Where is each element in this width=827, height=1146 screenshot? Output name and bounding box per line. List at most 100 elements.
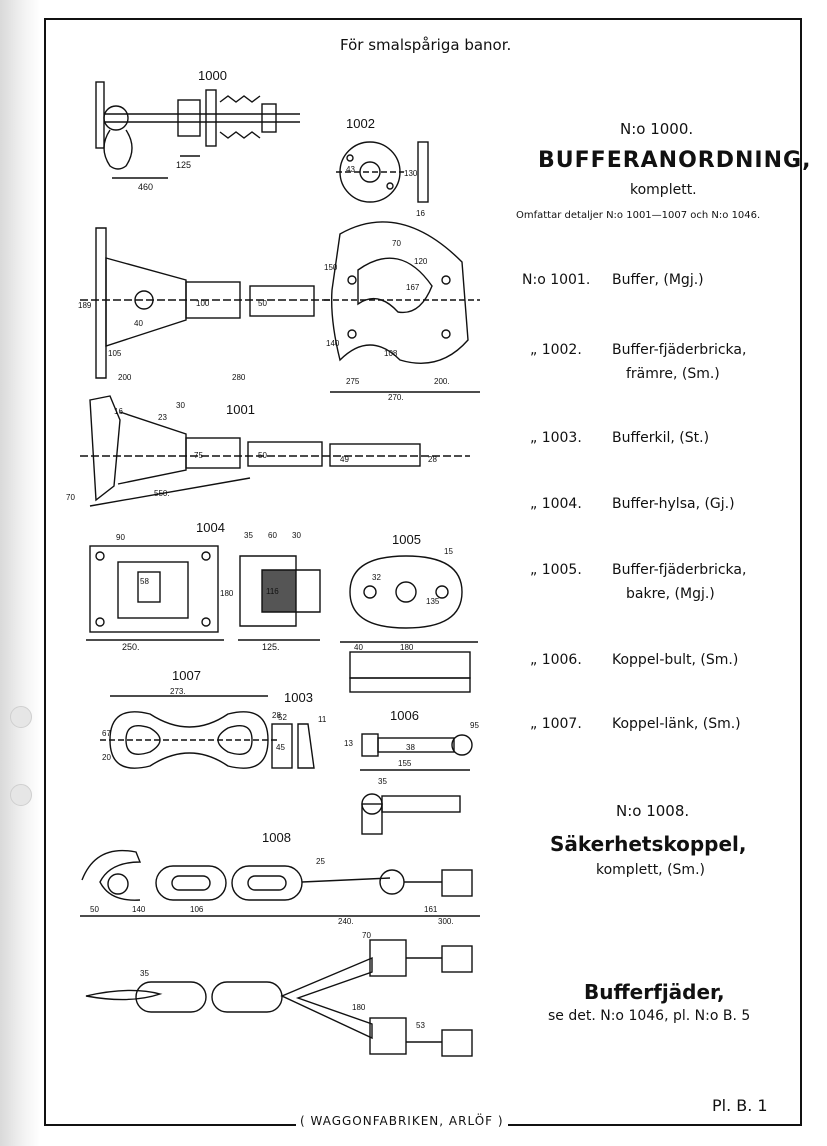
- scan-edge-shadow: [0, 0, 40, 1146]
- dim-200: 200.: [434, 377, 450, 386]
- dim-49: 49: [340, 455, 349, 464]
- drawing-1001-buffer-top: 189 40 100 50 105 200 280: [78, 227, 330, 382]
- spring-reference: se det. N:o 1046, pl. N:o B. 5: [548, 1008, 751, 1024]
- dim-35-bolt: 35: [378, 777, 387, 786]
- dim-70-side: 70: [66, 493, 75, 502]
- main-item-number: N:o 1000.: [620, 120, 694, 138]
- dim-43: 43: [346, 165, 355, 174]
- dim-280: 280: [232, 373, 246, 382]
- drawing-1007-link: 1007 273. 67 20 28: [100, 668, 281, 769]
- dim-45: 45: [276, 743, 285, 752]
- dim-70-loop: 70: [362, 931, 371, 940]
- dim-25: 25: [316, 857, 325, 866]
- drawing-1005-rear-washer: 1005 32 15 135 180 40: [340, 532, 478, 693]
- dim-28: 28: [428, 455, 437, 464]
- safety-number: N:o 1008.: [616, 802, 690, 820]
- dim-16-side: 16: [114, 407, 123, 416]
- dim-28-link: 28: [272, 711, 281, 720]
- dim-50-chain: 50: [90, 905, 99, 914]
- dim-155: 155: [398, 759, 412, 768]
- dim-70: 70: [392, 239, 401, 248]
- dim-50-side: 50: [258, 451, 267, 460]
- part-sub-1002: främre, (Sm.): [626, 366, 720, 382]
- dim-53: 53: [416, 1021, 425, 1030]
- main-item-qualifier: komplett.: [630, 182, 697, 198]
- dim-275: 275: [346, 377, 360, 386]
- part-number-1003: „ 1003.: [530, 430, 582, 446]
- label-1003: 1003: [284, 690, 313, 705]
- plate-number: Pl. B. 1: [712, 1096, 768, 1115]
- footer-maker: ( WAGGONFABRIKEN, ARLÖF ): [296, 1114, 508, 1128]
- dim-23: 23: [158, 413, 167, 422]
- part-number-1005: „ 1005.: [530, 562, 582, 578]
- dim-460: 460: [138, 182, 153, 192]
- dim-50: 50: [258, 299, 267, 308]
- label-1004: 1004: [196, 520, 225, 535]
- dim-95: 95: [470, 721, 479, 730]
- label-1001: 1001: [226, 402, 255, 417]
- dim-125: 125: [176, 160, 191, 170]
- drawing-1004-sleeve: 1004 90 35 60 30 58 180 116 250. 125.: [86, 520, 321, 652]
- main-item-note: Omfattar detaljer N:o 1001—1007 och N:o …: [516, 210, 761, 221]
- dim-116: 116: [266, 587, 279, 596]
- dim-140: 140: [326, 339, 340, 348]
- part-name-1007: Koppel-länk, (Sm.): [612, 716, 741, 732]
- dim-13: 13: [344, 739, 353, 748]
- part-number-1002: „ 1002.: [530, 342, 582, 358]
- dim-120: 120: [414, 257, 428, 266]
- dim-16: 16: [416, 209, 425, 218]
- label-1000: 1000: [198, 68, 227, 83]
- part-number-1001: N:o 1001.: [522, 272, 591, 288]
- label-1005: 1005: [392, 532, 421, 547]
- label-1007: 1007: [172, 668, 201, 683]
- drawing-buffer-assembly: 1000 125 460: [95, 68, 300, 192]
- dim-150: 150: [324, 263, 338, 272]
- safety-name: Säkerhetskoppel,: [550, 832, 747, 856]
- dim-180: 180: [220, 589, 234, 598]
- dim-20: 20: [102, 753, 111, 762]
- punch-hole: [10, 706, 32, 728]
- drawing-1003-wedge: 1003 52 45 11: [271, 690, 327, 769]
- dim-67: 67: [102, 729, 111, 738]
- drawing-fork-loop: 35 70 53 180: [85, 931, 473, 1057]
- dim-130: 130: [404, 169, 418, 178]
- part-number-1006: „ 1006.: [530, 652, 582, 668]
- dim-135: 135: [426, 597, 440, 606]
- part-name-1005: Buffer-fjäderbricka,: [612, 562, 747, 578]
- part-name-1001: Buffer, (Mgj.): [612, 272, 704, 288]
- part-number-1007: „ 1007.: [530, 716, 582, 732]
- part-number-1004: „ 1004.: [530, 496, 582, 512]
- dim-52: 52: [278, 713, 287, 722]
- dim-90: 90: [116, 533, 125, 542]
- dim-32: 32: [372, 573, 381, 582]
- drawing-horseshoe-plate: 150 70 120 140 108 167 275 200. 270.: [324, 221, 480, 402]
- dim-106: 106: [190, 905, 204, 914]
- dim-40-washer: 40: [354, 643, 363, 652]
- part-name-1003: Bufferkil, (St.): [612, 430, 710, 446]
- dim-40: 40: [134, 319, 143, 328]
- spring-name: Bufferfjäder,: [584, 980, 725, 1004]
- page-title: För smalspåriga banor.: [340, 36, 512, 54]
- dim-180-loop: 180: [352, 1003, 366, 1012]
- dim-11: 11: [318, 715, 327, 724]
- dim-180-washer: 180: [400, 643, 414, 652]
- dim-35: 35: [244, 531, 253, 540]
- safety-qualifier: komplett, (Sm.): [596, 862, 705, 878]
- dim-60: 60: [268, 531, 277, 540]
- dim-125-sleeve: 125.: [262, 642, 280, 652]
- part-name-1006: Koppel-bult, (Sm.): [612, 652, 739, 668]
- dim-30-sleeve: 30: [292, 531, 301, 540]
- dim-35-loop: 35: [140, 969, 149, 978]
- drawing-1002-washer: 1002 130 16 43: [336, 116, 429, 218]
- dim-167: 167: [406, 283, 420, 292]
- main-item-name: BUFFERANORDNING,: [538, 148, 812, 173]
- dim-161: 161: [424, 905, 438, 914]
- dim-550: 550.: [154, 489, 170, 498]
- dim-189: 189: [78, 301, 92, 310]
- dim-270: 270.: [388, 393, 404, 402]
- part-sub-1005: bakre, (Mgj.): [626, 586, 715, 602]
- dim-100: 100: [196, 299, 210, 308]
- part-name-1004: Buffer-hylsa, (Gj.): [612, 496, 735, 512]
